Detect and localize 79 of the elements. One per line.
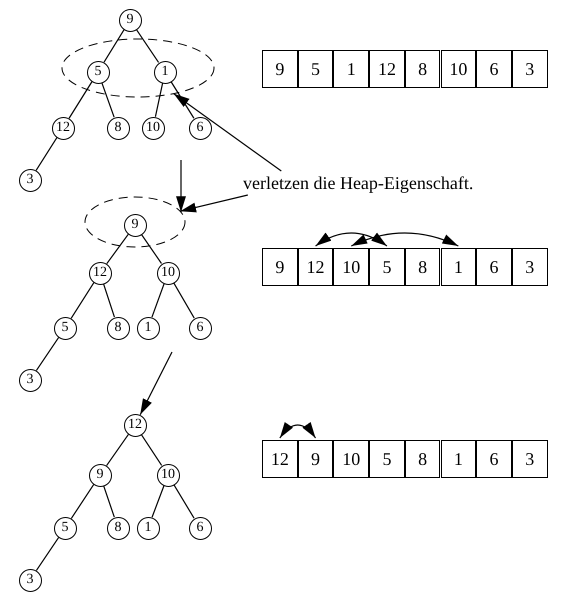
connector-line bbox=[173, 484, 195, 518]
connector-line bbox=[170, 81, 194, 119]
connector-line bbox=[36, 537, 60, 571]
array-cell: 9 bbox=[262, 50, 298, 88]
connector-line bbox=[140, 434, 162, 466]
tree-node: 8 bbox=[106, 316, 130, 340]
tree-node: 9 bbox=[124, 214, 146, 236]
tree-node: 3 bbox=[18, 568, 42, 592]
connector-line bbox=[70, 484, 94, 519]
array-cell: 10 bbox=[440, 50, 476, 88]
tree-node: 5 bbox=[54, 516, 76, 540]
array-cell: 9 bbox=[262, 248, 298, 286]
tree-node: 6 bbox=[188, 516, 212, 540]
tree-node: 5 bbox=[86, 60, 110, 84]
tree-node: 12 bbox=[52, 116, 74, 140]
connector-line bbox=[70, 282, 94, 319]
array-cell: 6 bbox=[476, 50, 512, 88]
array-cell: 5 bbox=[369, 248, 405, 286]
tree-node: 6 bbox=[188, 316, 212, 340]
array-cell: 5 bbox=[298, 50, 334, 88]
array-cell: 5 bbox=[369, 440, 405, 478]
tree-node: 8 bbox=[106, 516, 130, 540]
dashed-ellipse bbox=[62, 39, 214, 97]
connector-line bbox=[104, 29, 124, 63]
connector-line bbox=[36, 337, 60, 371]
connector-line bbox=[68, 81, 92, 119]
array-cell: 1 bbox=[333, 50, 370, 88]
tree-node: 9 bbox=[88, 464, 112, 486]
arrow bbox=[176, 160, 186, 212]
tree-node: 3 bbox=[18, 368, 42, 392]
array-cell: 1 bbox=[440, 248, 476, 286]
tree-node: 10 bbox=[156, 262, 180, 284]
array-cell: 8 bbox=[404, 440, 440, 478]
connector-line bbox=[101, 82, 115, 118]
array-cell: 12 bbox=[262, 440, 298, 478]
arrow bbox=[140, 352, 173, 416]
connector-line bbox=[152, 486, 164, 518]
connector-line bbox=[173, 282, 195, 318]
array-cell: 8 bbox=[404, 50, 440, 88]
connector-line bbox=[136, 29, 160, 63]
tree-node: 1 bbox=[136, 516, 160, 540]
tree-node: 5 bbox=[54, 316, 76, 340]
tree-node: 3 bbox=[18, 168, 42, 192]
connector-line bbox=[151, 284, 165, 318]
array-cell: 3 bbox=[512, 248, 548, 286]
array-cell: 6 bbox=[476, 248, 512, 286]
array-cell: 8 bbox=[404, 248, 440, 286]
array-cell: 3 bbox=[512, 440, 548, 478]
tree-node: 1 bbox=[154, 60, 176, 84]
connector-line bbox=[106, 434, 129, 466]
array-cell: 6 bbox=[476, 440, 512, 478]
arrow bbox=[279, 422, 316, 438]
arrow bbox=[180, 194, 248, 212]
arrow bbox=[351, 232, 459, 247]
array-cell: 12 bbox=[298, 248, 334, 286]
connector-line bbox=[154, 83, 164, 117]
array-cell: 12 bbox=[369, 50, 405, 88]
connector-line bbox=[36, 137, 58, 171]
arrow bbox=[315, 232, 388, 246]
tree-node: 10 bbox=[156, 464, 180, 486]
tree-node: 12 bbox=[124, 414, 146, 436]
dashed-ellipse bbox=[85, 197, 185, 247]
annotation-text: verletzen die Heap-Eigenschaft. bbox=[243, 171, 533, 195]
array-cell: 10 bbox=[333, 440, 370, 478]
arrow bbox=[173, 93, 282, 172]
connector-line bbox=[141, 234, 162, 264]
array-cell: 9 bbox=[298, 440, 334, 478]
connector-line bbox=[103, 284, 115, 318]
connector-line bbox=[103, 486, 115, 518]
array-cell: 10 bbox=[333, 248, 370, 286]
tree-node: 1 bbox=[136, 316, 160, 340]
tree-node: 10 bbox=[142, 116, 164, 140]
tree-node: 12 bbox=[88, 262, 112, 284]
tree-node: 6 bbox=[188, 116, 212, 140]
tree-node: 9 bbox=[118, 8, 142, 32]
tree-node: 8 bbox=[106, 116, 130, 140]
connector-line bbox=[106, 234, 129, 264]
array-cell: 1 bbox=[440, 440, 476, 478]
array-cell: 3 bbox=[512, 50, 548, 88]
